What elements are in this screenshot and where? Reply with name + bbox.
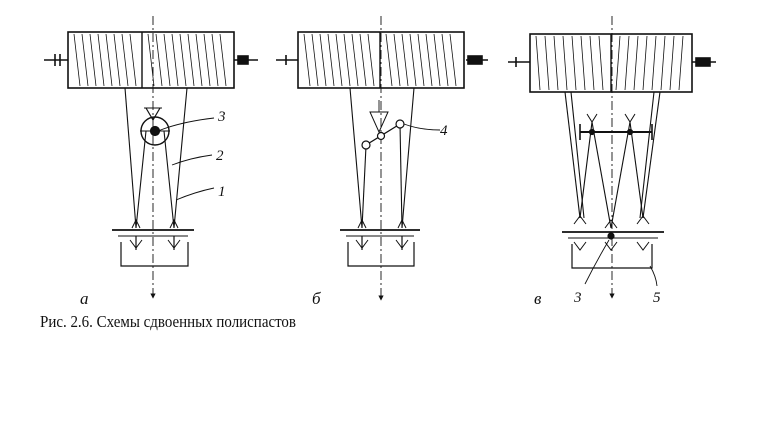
shaft-end-left-a <box>44 54 68 66</box>
balance-lever-b <box>361 100 405 150</box>
shaft-end-right-b <box>466 55 488 65</box>
diagram-a <box>44 16 258 299</box>
equalizer-sheave-a <box>140 107 170 146</box>
callout-5-v: 5 <box>653 290 661 306</box>
diagram-v <box>508 16 716 299</box>
ropes-v <box>564 91 661 229</box>
shaft-end-right-a <box>234 55 258 65</box>
hook-block-a <box>112 218 194 267</box>
leader-4-b <box>403 123 441 131</box>
callout-2-a: 2 <box>216 148 224 164</box>
leaders-a <box>157 117 215 201</box>
callout-3-a: 3 <box>217 109 226 125</box>
ropes-b <box>349 87 415 229</box>
sublabel-b: б <box>312 289 321 308</box>
hook-block-b <box>340 218 420 267</box>
hook-block-v <box>562 215 664 269</box>
shaft-end-left-v <box>508 57 530 67</box>
figure-caption: Рис. 2.6. Схемы сдвоенных полиспастов <box>40 312 296 331</box>
sublabel-v: в <box>534 289 542 308</box>
sublabel-a: а <box>80 289 89 308</box>
drum-v <box>529 33 693 93</box>
shaft-end-left-b <box>276 55 298 65</box>
shaft-end-right-v <box>692 57 716 67</box>
callout-3-v: 3 <box>573 290 582 306</box>
callout-1-a: 1 <box>218 184 226 200</box>
equalizer-bar-v <box>579 113 653 140</box>
diagram-b <box>276 16 488 301</box>
ropes-a <box>124 87 188 229</box>
drum-a <box>67 31 235 89</box>
leaders-v <box>584 239 658 287</box>
callout-4-b: 4 <box>440 123 448 139</box>
